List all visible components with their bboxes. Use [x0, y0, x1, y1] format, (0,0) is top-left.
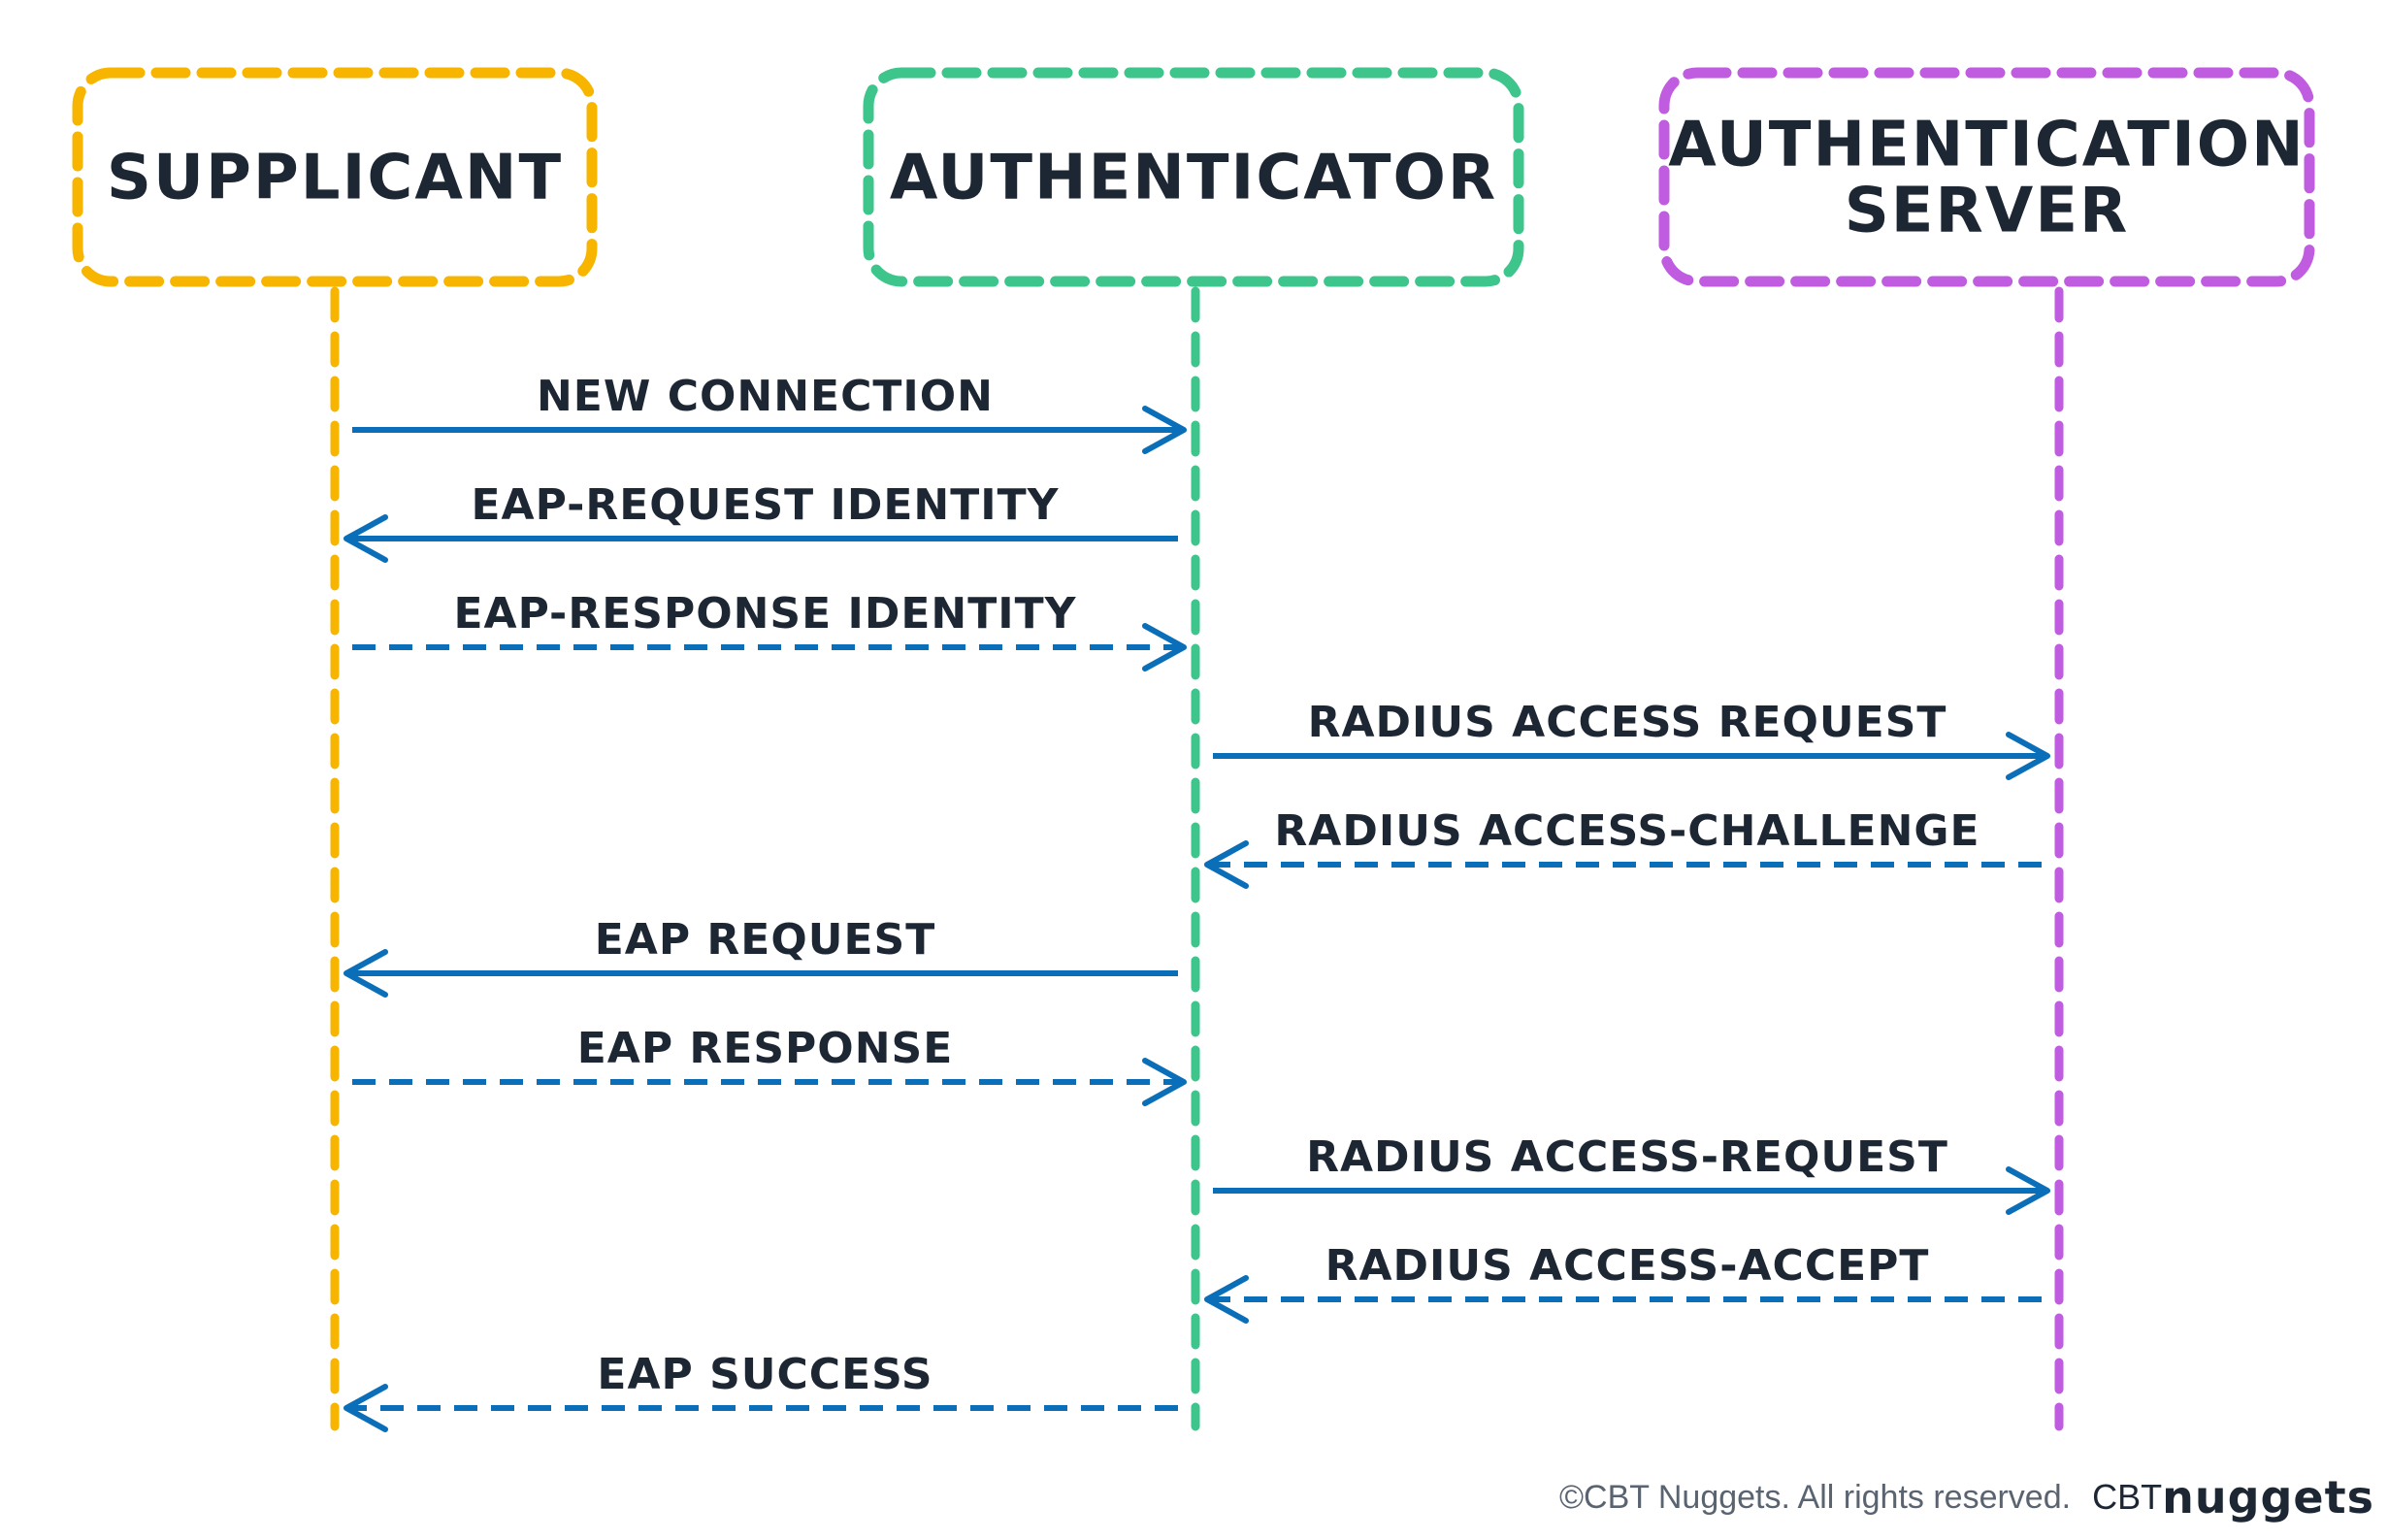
arrowhead-icon — [1142, 406, 1187, 454]
actor-label-supplicant: SUPPLICANT — [107, 143, 563, 214]
actor-box-authenticator — [863, 67, 1524, 287]
arrowhead-icon — [2006, 1166, 2050, 1215]
cbt-nuggets-logo: CBT nuggets — [2092, 1471, 2374, 1524]
actor-label-authentication-server-1: AUTHENTICATION — [1668, 110, 2305, 181]
actor-label-authentication-server-2: SERVER — [1845, 176, 2130, 247]
footer: ©CBT Nuggets. All rights reserved. CBT n… — [1559, 1468, 2374, 1526]
message: RADIUS ACCESS-ACCEPT — [1204, 1241, 2042, 1324]
message: EAP-REQUEST IDENTITY — [343, 480, 1178, 563]
actor-authenticator: AUTHENTICATOR — [863, 67, 1524, 1431]
copyright-text: ©CBT Nuggets. All rights reserved. — [1558, 1478, 2072, 1516]
arrowhead-icon — [2006, 732, 2050, 780]
arrowhead-icon — [343, 949, 388, 998]
message-label: NEW CONNECTION — [537, 372, 994, 421]
actor-supplicant: SUPPLICANT — [72, 67, 598, 1431]
message-label: EAP-RESPONSE IDENTITY — [453, 589, 1076, 639]
arrowhead-icon — [1142, 1058, 1187, 1106]
message: RADIUS ACCESS-CHALLENGE — [1204, 806, 2042, 889]
message: EAP REQUEST — [343, 915, 1178, 998]
message-label: EAP RESPONSE — [577, 1024, 954, 1073]
actor-box-authentication-server — [1658, 67, 2315, 287]
message: NEW CONNECTION — [352, 372, 1187, 454]
message-label: EAP SUCCESS — [597, 1350, 932, 1399]
arrowhead-icon — [1142, 623, 1187, 672]
arrowhead-icon — [343, 1384, 388, 1432]
message-label: EAP-REQUEST IDENTITY — [471, 480, 1059, 530]
actor-box-supplicant — [72, 67, 598, 287]
logo-main: nuggets — [2162, 1471, 2374, 1524]
message: RADIUS ACCESS-REQUEST — [1213, 1132, 2050, 1215]
message-label: RADIUS ACCESS REQUEST — [1308, 698, 1947, 747]
message: RADIUS ACCESS REQUEST — [1213, 698, 2050, 780]
message: EAP SUCCESS — [343, 1350, 1178, 1432]
message-label: RADIUS ACCESS-ACCEPT — [1325, 1241, 1930, 1291]
arrowhead-icon — [1204, 1275, 1249, 1324]
logo-prefix: CBT — [2092, 1477, 2163, 1517]
message-label: RADIUS ACCESS-CHALLENGE — [1274, 806, 1979, 856]
message: EAP-RESPONSE IDENTITY — [352, 589, 1187, 672]
arrowhead-icon — [1204, 840, 1249, 889]
arrowhead-icon — [343, 514, 388, 563]
actor-label-authenticator: AUTHENTICATOR — [890, 143, 1497, 214]
message: EAP RESPONSE — [352, 1024, 1187, 1106]
message-label: RADIUS ACCESS-REQUEST — [1306, 1132, 1948, 1182]
message-label: EAP REQUEST — [595, 915, 936, 965]
